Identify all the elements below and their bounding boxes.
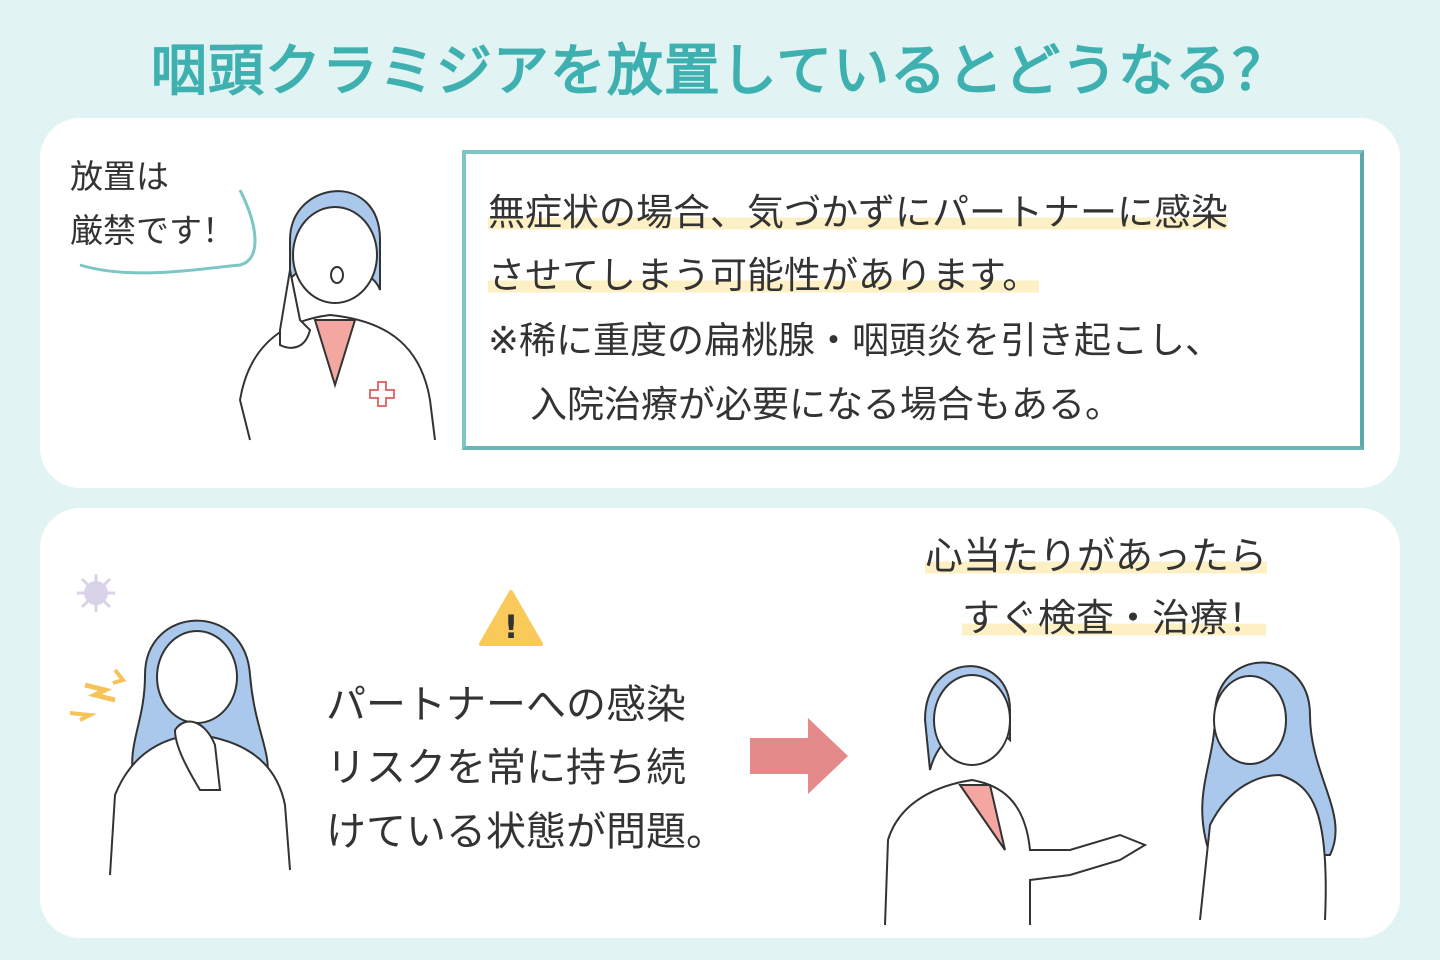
box-line: 入院治療が必要になる場合もある。 [530,383,1122,426]
lightning-icon [69,668,127,722]
doctor-illustration [238,190,436,441]
advice-line: すぐ検査・治療！ [962,596,1267,640]
speech-bubble: 放置は 厳禁です！ [70,150,235,258]
box-line: させてしまう可能性があります。 [488,254,1040,297]
bubble-tail [79,189,257,275]
risk-line: パートナーへの感染 [326,682,686,728]
risk-line: けている状態が問題。 [326,809,726,855]
advice-line: 心当たりがあったら [925,534,1268,578]
bubble-line: 厳禁です！ [70,211,235,250]
page-title: 咽頭クラミジアを放置しているとどうなる？ [150,39,1290,104]
box-line: 無症状の場合、気づかずにパートナーに感染 [488,191,1228,234]
bubble-line: 放置は [70,157,169,196]
patient-illustration [109,619,291,876]
svg-text:!: ! [504,608,519,646]
virus-icon [77,574,115,612]
risk-line: リスクを常に持ち続 [326,745,686,791]
box-line: ※稀に重度の扁桃腺・咽頭炎を引き起こし、 [488,319,1223,362]
patient-woman-illustration [1199,661,1337,921]
warning-icon: ! [479,590,543,646]
doctor-explaining-illustration [884,665,1148,926]
arrow-right-icon [750,718,848,794]
